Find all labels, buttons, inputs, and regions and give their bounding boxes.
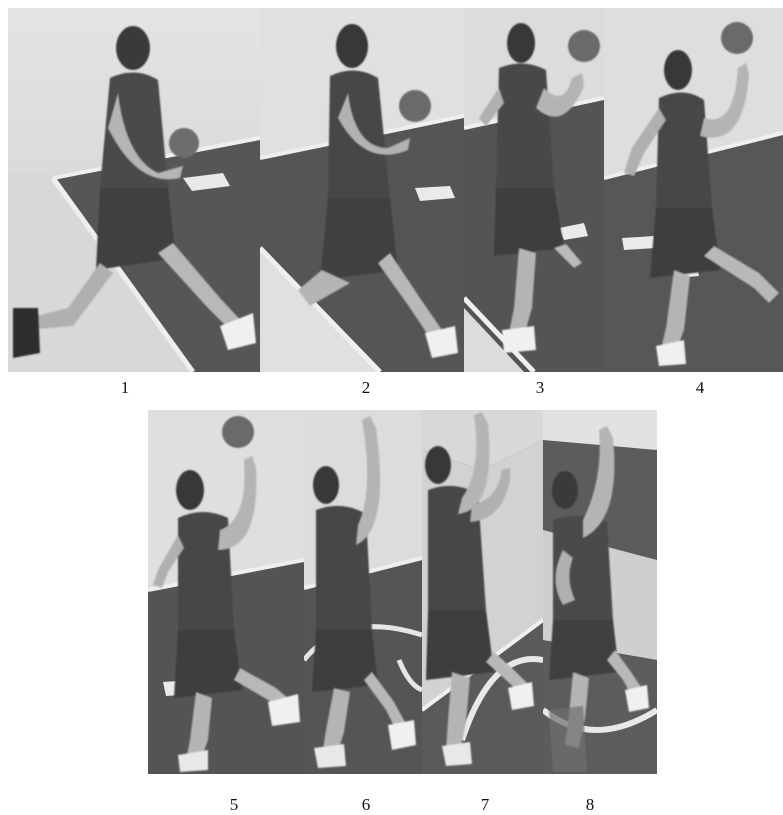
frame-label-6: 6: [361, 795, 371, 814]
frame-6-photo: [304, 410, 422, 774]
frame-label-3: 3: [535, 378, 545, 397]
frame-2-photo: [260, 8, 464, 372]
frame-label-8: 8: [585, 795, 595, 814]
frame-label-7: 7: [480, 795, 490, 814]
frame-8: [543, 410, 657, 774]
frame-4: [604, 8, 783, 372]
frame-label-5: 5: [229, 795, 239, 814]
frame-5-photo: [148, 410, 304, 774]
frame-7-photo: [422, 410, 543, 774]
frame-2: [260, 8, 464, 372]
frame-label-1: 1: [120, 378, 130, 397]
frame-1-photo: [8, 8, 260, 372]
frame-label-4: 4: [695, 378, 705, 397]
frame-1: [8, 8, 260, 372]
frame-3-photo: [464, 8, 604, 372]
frame-label-2: 2: [361, 378, 371, 397]
frame-3: [464, 8, 604, 372]
frame-7: [422, 410, 543, 774]
frame-6: [304, 410, 422, 774]
frame-8-photo: [543, 410, 657, 774]
frame-5: [148, 410, 304, 774]
frame-4-photo: [604, 8, 783, 372]
